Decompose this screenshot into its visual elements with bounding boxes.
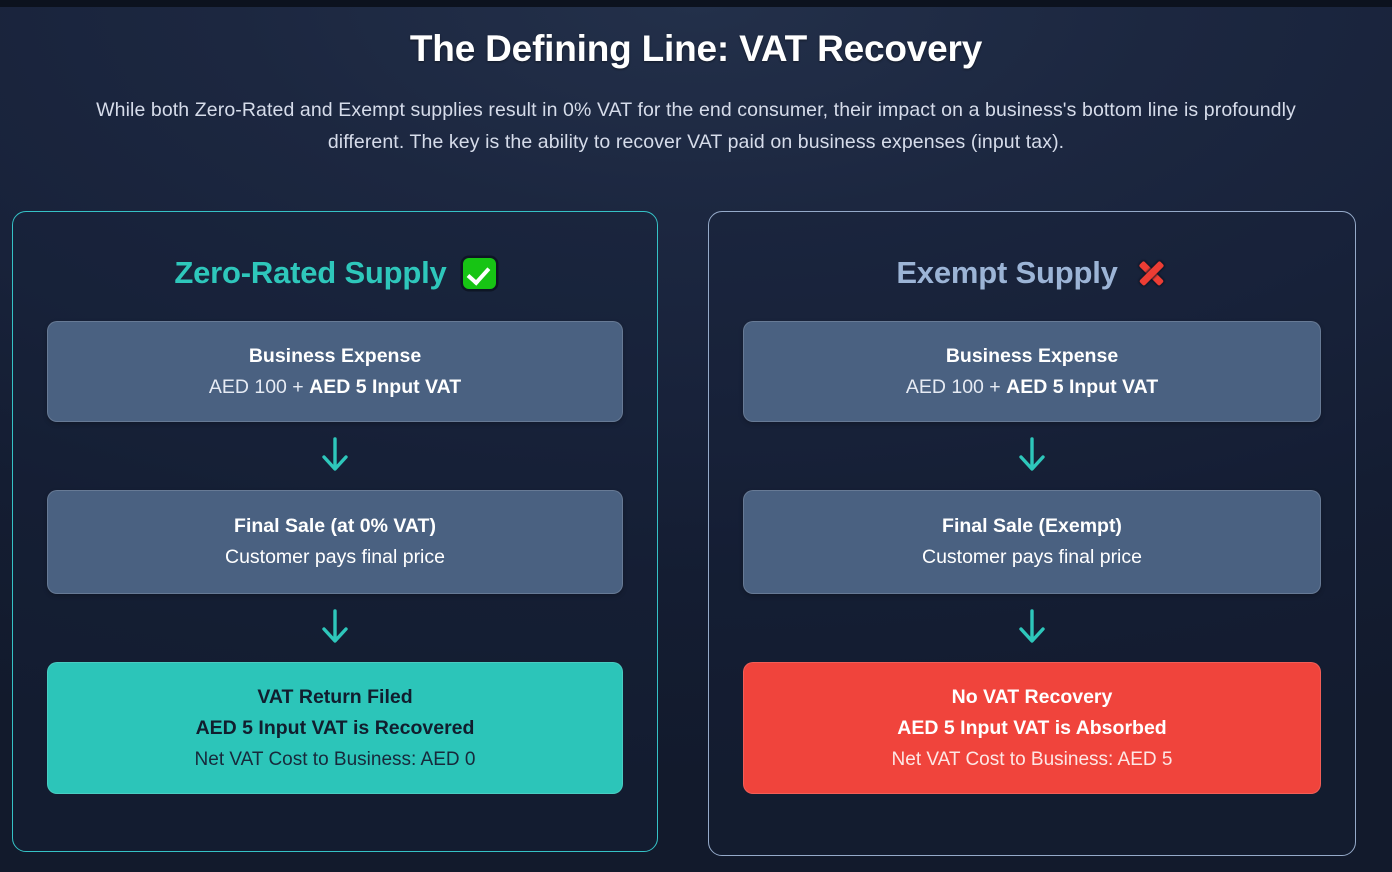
check-mark-button-icon	[462, 257, 496, 289]
step-card-detail: AED 100 + AED 5 Input VAT	[762, 372, 1302, 403]
outcome-title: No VAT Recovery	[951, 685, 1113, 708]
arrow-down-icon	[743, 594, 1321, 662]
cross-mark-icon	[1134, 257, 1168, 289]
panel-zero-rated-title: Zero-Rated Supply	[174, 255, 447, 290]
step-card-vat-outcome: VAT Return Filed AED 5 Input VAT is Reco…	[47, 662, 623, 794]
step-card-vat-outcome: No VAT Recovery AED 5 Input VAT is Absor…	[743, 662, 1321, 794]
arrow-down-icon	[743, 422, 1321, 490]
step-card-title: Business Expense	[945, 344, 1119, 367]
outcome-net-cost: Net VAT Cost to Business: AED 5	[891, 748, 1173, 770]
outcome-detail: AED 5 Input VAT is Recovered	[195, 716, 475, 739]
panel-zero-rated: Zero-Rated Supply Business Expense AED 1…	[12, 211, 658, 852]
step-card-final-sale: Final Sale (Exempt) Customer pays final …	[743, 490, 1321, 594]
step-card-final-sale: Final Sale (at 0% VAT) Customer pays fin…	[47, 490, 623, 594]
arrow-down-icon	[47, 594, 623, 662]
page-subtitle: While both Zero-Rated and Exempt supplie…	[96, 99, 1296, 154]
step-card-title: Final Sale (Exempt)	[942, 515, 1122, 537]
step-card-detail: AED 100 + AED 5 Input VAT	[66, 372, 604, 403]
outcome-title: VAT Return Filed	[257, 685, 413, 708]
step-card-detail-emphasis: AED 5 Input VAT	[1006, 375, 1159, 398]
arrow-down-icon	[47, 422, 623, 490]
outcome-net-cost: Net VAT Cost to Business: AED 0	[194, 748, 476, 770]
step-card-detail-plain: AED 100 +	[905, 375, 1007, 398]
step-card-business-expense: Business Expense AED 100 + AED 5 Input V…	[743, 321, 1321, 422]
step-card-detail-emphasis: AED 5 Input VAT	[309, 375, 462, 398]
panel-exempt-title: Exempt Supply	[896, 255, 1118, 290]
comparison-panels: Zero-Rated Supply Business Expense AED 1…	[12, 211, 1380, 856]
panel-exempt: Exempt Supply Business Expense AED 100 +…	[708, 211, 1356, 856]
step-card-detail: Customer pays final price	[224, 546, 445, 568]
step-card-title: Business Expense	[248, 344, 422, 367]
header: The Defining Line: VAT Recovery While bo…	[0, 0, 1392, 158]
step-card-title: Final Sale (at 0% VAT)	[234, 515, 436, 537]
panel-exempt-heading: Exempt Supply	[743, 251, 1321, 295]
outcome-detail: AED 5 Input VAT is Absorbed	[897, 716, 1167, 739]
step-card-business-expense: Business Expense AED 100 + AED 5 Input V…	[47, 321, 623, 422]
step-card-detail-plain: AED 100 +	[208, 375, 310, 398]
top-edge-strip	[0, 0, 1392, 7]
panel-zero-rated-heading: Zero-Rated Supply	[47, 251, 623, 295]
page-title: The Defining Line: VAT Recovery	[409, 28, 983, 69]
step-card-detail: Customer pays final price	[921, 546, 1142, 568]
